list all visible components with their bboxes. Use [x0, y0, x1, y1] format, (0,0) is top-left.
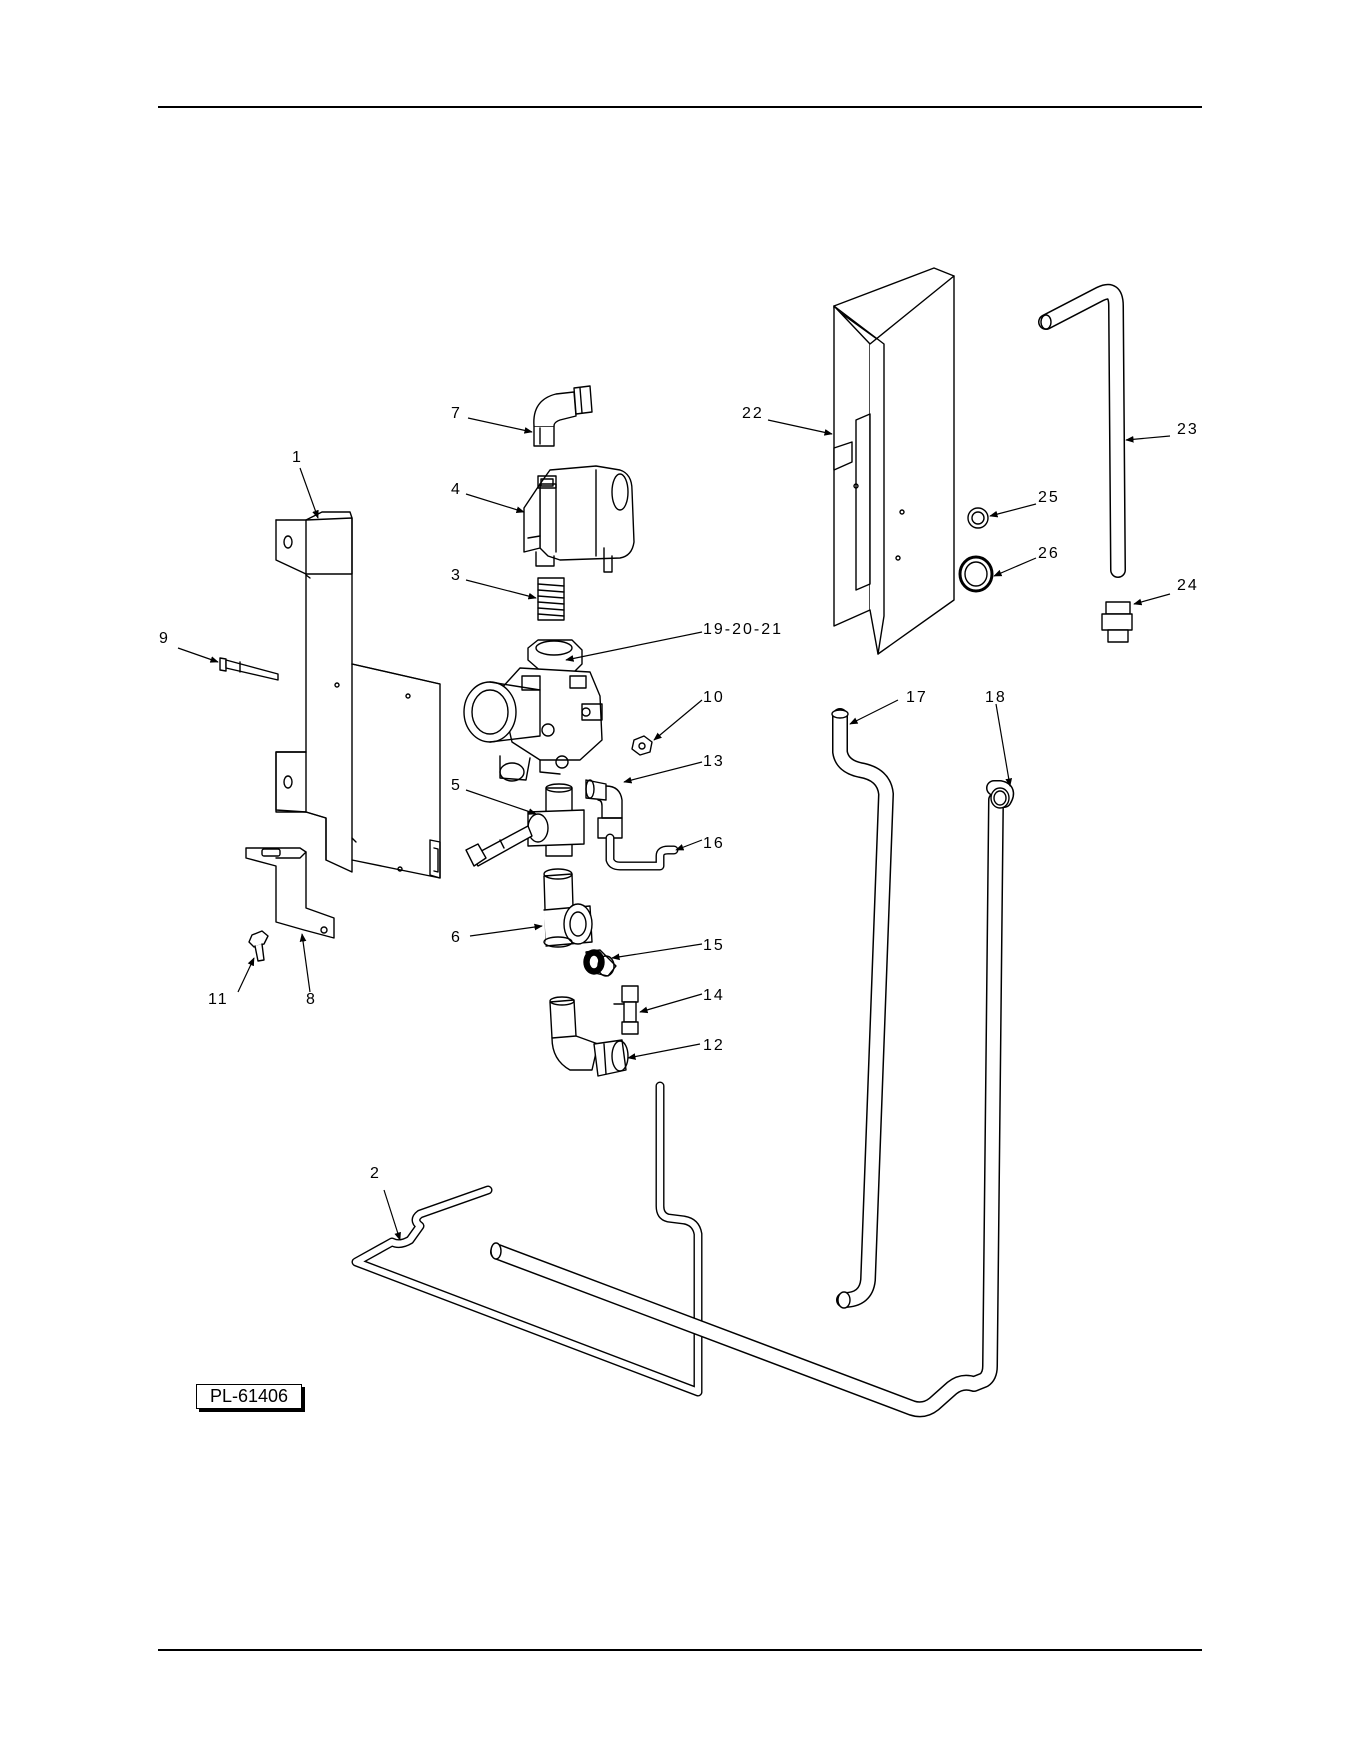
callout-18: 18	[985, 689, 1007, 706]
leader-2	[384, 1190, 400, 1240]
leader-1	[300, 468, 318, 518]
leader-16	[676, 840, 702, 850]
part-6-tee	[544, 869, 592, 947]
leader-3	[466, 580, 536, 598]
part-13-elbow	[586, 780, 622, 838]
part-4-actuator	[524, 466, 634, 572]
leader-26	[994, 558, 1036, 576]
callout-6: 6	[451, 929, 462, 946]
leader-7	[468, 418, 532, 432]
part-14-fitting	[614, 986, 638, 1034]
leader-15	[612, 944, 702, 958]
leader-8	[302, 934, 310, 992]
part-17-tube	[832, 710, 886, 1308]
callout-24: 24	[1177, 577, 1199, 594]
leader-11	[238, 958, 254, 992]
callout-5: 5	[451, 777, 462, 794]
leader-13	[624, 762, 702, 782]
callout-14: 14	[703, 987, 725, 1004]
part-8-bracket	[246, 848, 334, 938]
callout-13: 13	[703, 753, 725, 770]
leader-9	[178, 648, 218, 662]
callout-11: 11	[208, 991, 229, 1008]
part-24-fitting	[1102, 602, 1132, 642]
callout-3: 3	[451, 567, 462, 584]
drawing-number-plate: PL-61406	[196, 1384, 302, 1409]
leader-19	[566, 632, 702, 660]
part-1-bracket	[276, 512, 440, 878]
part-25-washer	[968, 508, 988, 528]
part-19-20-21-gas-valve	[464, 640, 602, 781]
callout-9: 9	[159, 630, 170, 647]
leader-17	[850, 700, 898, 724]
callout-4: 4	[451, 481, 462, 498]
part-7-elbow	[534, 386, 592, 446]
part-15-bushing	[584, 950, 616, 976]
leader-23	[1126, 436, 1170, 440]
callout-22: 22	[742, 405, 764, 422]
part-2-tube	[356, 800, 996, 1409]
callout-7: 7	[451, 405, 462, 422]
leader-6	[470, 926, 542, 936]
callout-1: 1	[292, 449, 303, 466]
callout-2: 2	[370, 1165, 381, 1182]
part-10-nut	[632, 736, 652, 755]
callout-17: 17	[906, 689, 928, 706]
leader-10	[654, 700, 702, 740]
part-11-bolt	[249, 931, 268, 961]
leader-22	[768, 420, 832, 434]
part-22-cover	[834, 268, 954, 654]
part-3-nipple	[538, 578, 564, 620]
leader-18	[996, 704, 1010, 786]
callout-16: 16	[703, 835, 725, 852]
callout-10: 10	[703, 689, 725, 706]
leader-24	[1134, 594, 1170, 604]
leader-4	[466, 494, 524, 512]
leader-25	[990, 504, 1036, 516]
callout-12: 12	[703, 1037, 725, 1054]
callout-25: 25	[1038, 489, 1060, 506]
callout-8: 8	[306, 991, 317, 1008]
leader-14	[640, 994, 702, 1012]
part-23-tube	[1041, 292, 1118, 570]
callout-15: 15	[703, 937, 725, 954]
part-16-tube	[610, 838, 674, 866]
part-18-tube	[991, 788, 1009, 808]
part-9-bolt	[220, 658, 278, 680]
callout-23: 23	[1177, 421, 1199, 438]
callout-19-20-21: 19-20-21	[703, 621, 783, 638]
leader-12	[628, 1044, 700, 1058]
callout-26: 26	[1038, 545, 1060, 562]
leader-5	[466, 790, 536, 814]
part-26-seal	[960, 557, 992, 591]
part-12-elbow	[550, 997, 628, 1076]
